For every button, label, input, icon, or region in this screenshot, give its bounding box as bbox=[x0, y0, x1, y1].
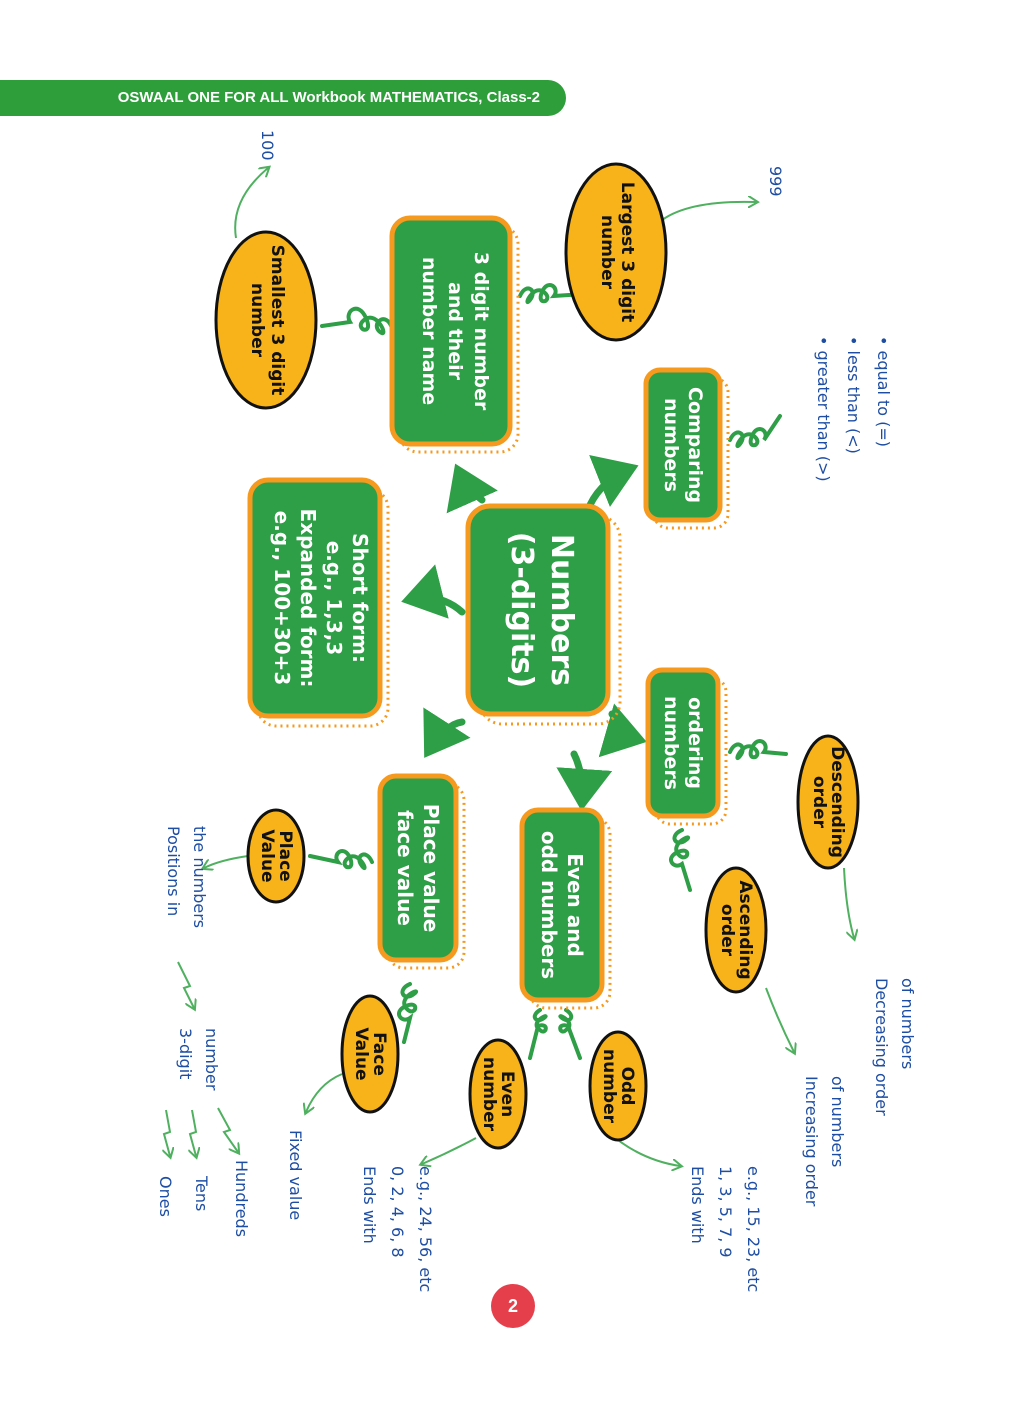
descending-line1: Descending bbox=[827, 746, 847, 858]
forms-box: Short form: e.g., 1,3,3 Expanded form: e… bbox=[247, 477, 390, 728]
forms-line1: Short form: bbox=[348, 533, 372, 663]
descending-note1: Decreasing order bbox=[872, 978, 891, 1116]
smallest-value: 100 bbox=[258, 130, 277, 161]
largest-oval: Largest 3 digit number 999 bbox=[564, 162, 785, 342]
three-digit-line1: 3 digit number bbox=[470, 252, 492, 411]
ascending-note2: of numbers bbox=[828, 1076, 847, 1167]
forms-line4: e.g., 100+30+3 bbox=[270, 511, 294, 686]
ascending-line1: Ascending bbox=[735, 880, 755, 979]
place-face-line2: face value bbox=[393, 810, 417, 926]
place-value-note1: Positions in bbox=[164, 826, 183, 916]
forms-line3: Expanded form: bbox=[296, 509, 320, 688]
central-line1: Numbers bbox=[544, 534, 579, 686]
largest-line1: Largest 3 digit bbox=[617, 182, 637, 322]
comparing-line1: Comparing bbox=[684, 387, 706, 503]
even-note1: Ends with bbox=[360, 1166, 379, 1244]
ascending-line2: order bbox=[717, 904, 737, 957]
largest-line2: number bbox=[597, 215, 617, 290]
central-line2: (3-digits) bbox=[504, 532, 539, 688]
header-title: OSWAAL ONE FOR ALL Workbook MATHEMATICS,… bbox=[117, 89, 540, 106]
position-tens: Tens bbox=[192, 1175, 211, 1211]
odd-note1: Ends with bbox=[688, 1166, 707, 1244]
face-value-note: Fixed value bbox=[286, 1130, 305, 1220]
even-odd-box: Even and odd numbers bbox=[519, 807, 612, 1010]
odd-note3: e.g., 15, 23, etc bbox=[744, 1166, 763, 1292]
even-note3: e.g., 24, 56, etc bbox=[416, 1166, 435, 1292]
face-value-line1: Face bbox=[369, 1032, 389, 1076]
three-digit-note1: 3-digit bbox=[176, 1028, 195, 1079]
comparing-item-1: • greater than (>) bbox=[814, 336, 833, 482]
central-topic: Numbers (3-digits) bbox=[465, 503, 622, 726]
page-number: 2 bbox=[491, 1284, 535, 1328]
place-value-line1: Place bbox=[275, 830, 295, 881]
header-bar: OSWAAL ONE FOR ALL Workbook MATHEMATICS,… bbox=[0, 80, 566, 116]
ordering-line2: numbers bbox=[660, 696, 682, 790]
even-line1: Even bbox=[497, 1071, 517, 1117]
ordering-box: ordering numbers bbox=[645, 667, 728, 826]
position-ones: Ones bbox=[156, 1176, 175, 1217]
forms-line2: e.g., 1,3,3 bbox=[322, 541, 346, 656]
even-odd-line1: Even and bbox=[563, 853, 587, 957]
odd-note2: 1, 3, 5, 7, 9 bbox=[716, 1166, 735, 1258]
place-value-oval: Place Value Positions in the numbers bbox=[164, 808, 306, 928]
position-hundreds: Hundreds bbox=[232, 1160, 251, 1237]
descending-line2: order bbox=[809, 776, 829, 829]
even-line2: number bbox=[479, 1057, 499, 1132]
comparing-line2: numbers bbox=[660, 398, 682, 492]
place-face-line1: Place value bbox=[419, 804, 443, 933]
face-value-oval: Face Value Fixed value bbox=[286, 994, 400, 1220]
comparing-box: Comparing numbers • greater than (>) • l… bbox=[643, 336, 893, 530]
positions-group: 3-digit number Ones Tens Hundreds bbox=[156, 1028, 251, 1237]
even-odd-line2: odd numbers bbox=[537, 831, 561, 979]
connectors bbox=[164, 168, 854, 1166]
three-digit-line2: and their bbox=[444, 282, 466, 381]
odd-oval: Odd number Ends with 1, 3, 5, 7, 9 e.g.,… bbox=[588, 1030, 763, 1292]
even-oval: Even number Ends with 0, 2, 4, 6, 8 e.g.… bbox=[360, 1038, 528, 1292]
descending-note2: of numbers bbox=[898, 978, 917, 1069]
descending-oval: Descending order Decreasing order of num… bbox=[796, 734, 917, 1116]
face-value-line2: Value bbox=[351, 1027, 371, 1080]
ordering-line1: ordering bbox=[684, 697, 706, 789]
odd-line2: number bbox=[599, 1049, 619, 1124]
ascending-oval: Ascending order Increasing order of numb… bbox=[704, 866, 847, 1207]
even-note2: 0, 2, 4, 6, 8 bbox=[388, 1166, 407, 1258]
largest-value: 999 bbox=[766, 166, 785, 197]
three-digit-line3: number name bbox=[418, 257, 440, 405]
odd-line1: Odd bbox=[617, 1067, 637, 1106]
comparing-item-3: • equal to (=) bbox=[874, 336, 893, 447]
place-face-box: Place value face value bbox=[377, 773, 466, 970]
smallest-line2: number bbox=[247, 283, 267, 358]
comparing-item-2: • less than (<) bbox=[844, 336, 863, 454]
ascending-note1: Increasing order bbox=[802, 1076, 821, 1207]
place-value-note2: the numbers bbox=[190, 826, 209, 928]
three-digit-box: 3 digit number and their number name bbox=[389, 215, 520, 454]
place-value-line2: Value bbox=[257, 829, 277, 882]
smallest-line1: Smallest 3 digit bbox=[267, 245, 287, 396]
three-digit-note2: number bbox=[202, 1028, 221, 1091]
smallest-oval: Smallest 3 digit number 100 bbox=[214, 130, 318, 410]
